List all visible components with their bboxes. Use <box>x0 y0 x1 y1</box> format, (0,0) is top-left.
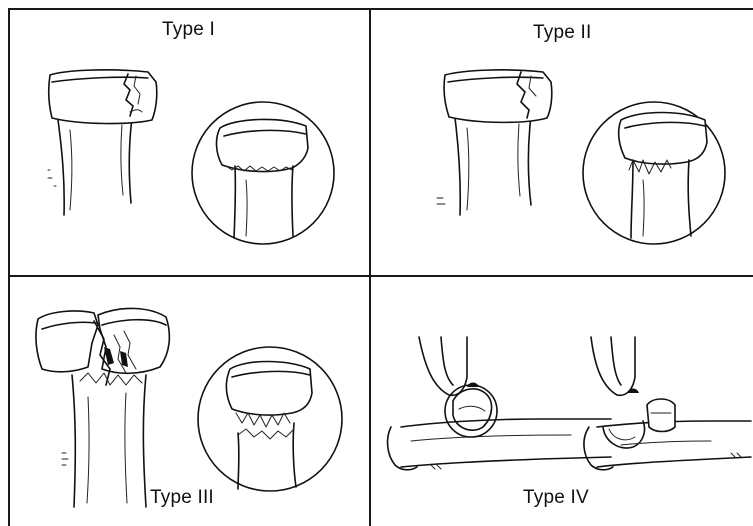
panel-type-4: Type IV <box>371 277 753 526</box>
type-2-illustration <box>371 10 753 275</box>
panel-type-1: Type I <box>10 10 369 275</box>
panel-type-2: Type II <box>371 10 753 275</box>
type-1-illustration <box>10 10 369 275</box>
panel-type-3: Type III <box>10 277 369 526</box>
type-4-illustration <box>371 277 753 526</box>
type-3-illustration <box>10 277 369 526</box>
